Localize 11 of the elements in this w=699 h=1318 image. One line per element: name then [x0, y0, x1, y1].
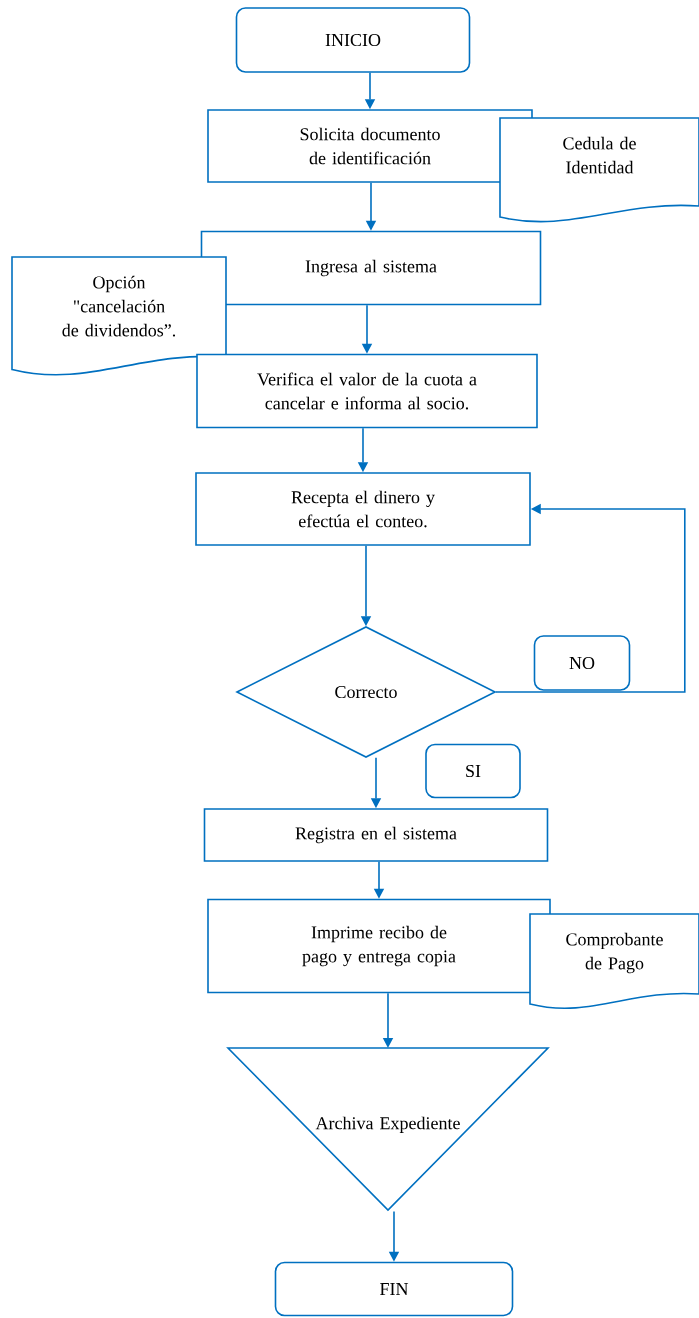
process-box: Recepta el dinero y efectúa el conteo. [195, 472, 531, 546]
process-box: Ingresa al sistema [200, 230, 542, 306]
terminal-box: SI [425, 743, 521, 799]
process-box: Registra en el sistema [203, 808, 549, 862]
terminal-box: FIN [274, 1261, 514, 1317]
process-box: Verifica el valor de la cuota a cancelar e informa al socio. [196, 353, 538, 429]
process-box: Solicita documento de identificación [207, 109, 533, 183]
node-label: Cedula de Identidad [563, 136, 636, 174]
terminal-box: INICIO [235, 7, 471, 73]
terminal-box: NO [533, 635, 631, 691]
node-label: Comprobante de Pago [566, 932, 663, 974]
